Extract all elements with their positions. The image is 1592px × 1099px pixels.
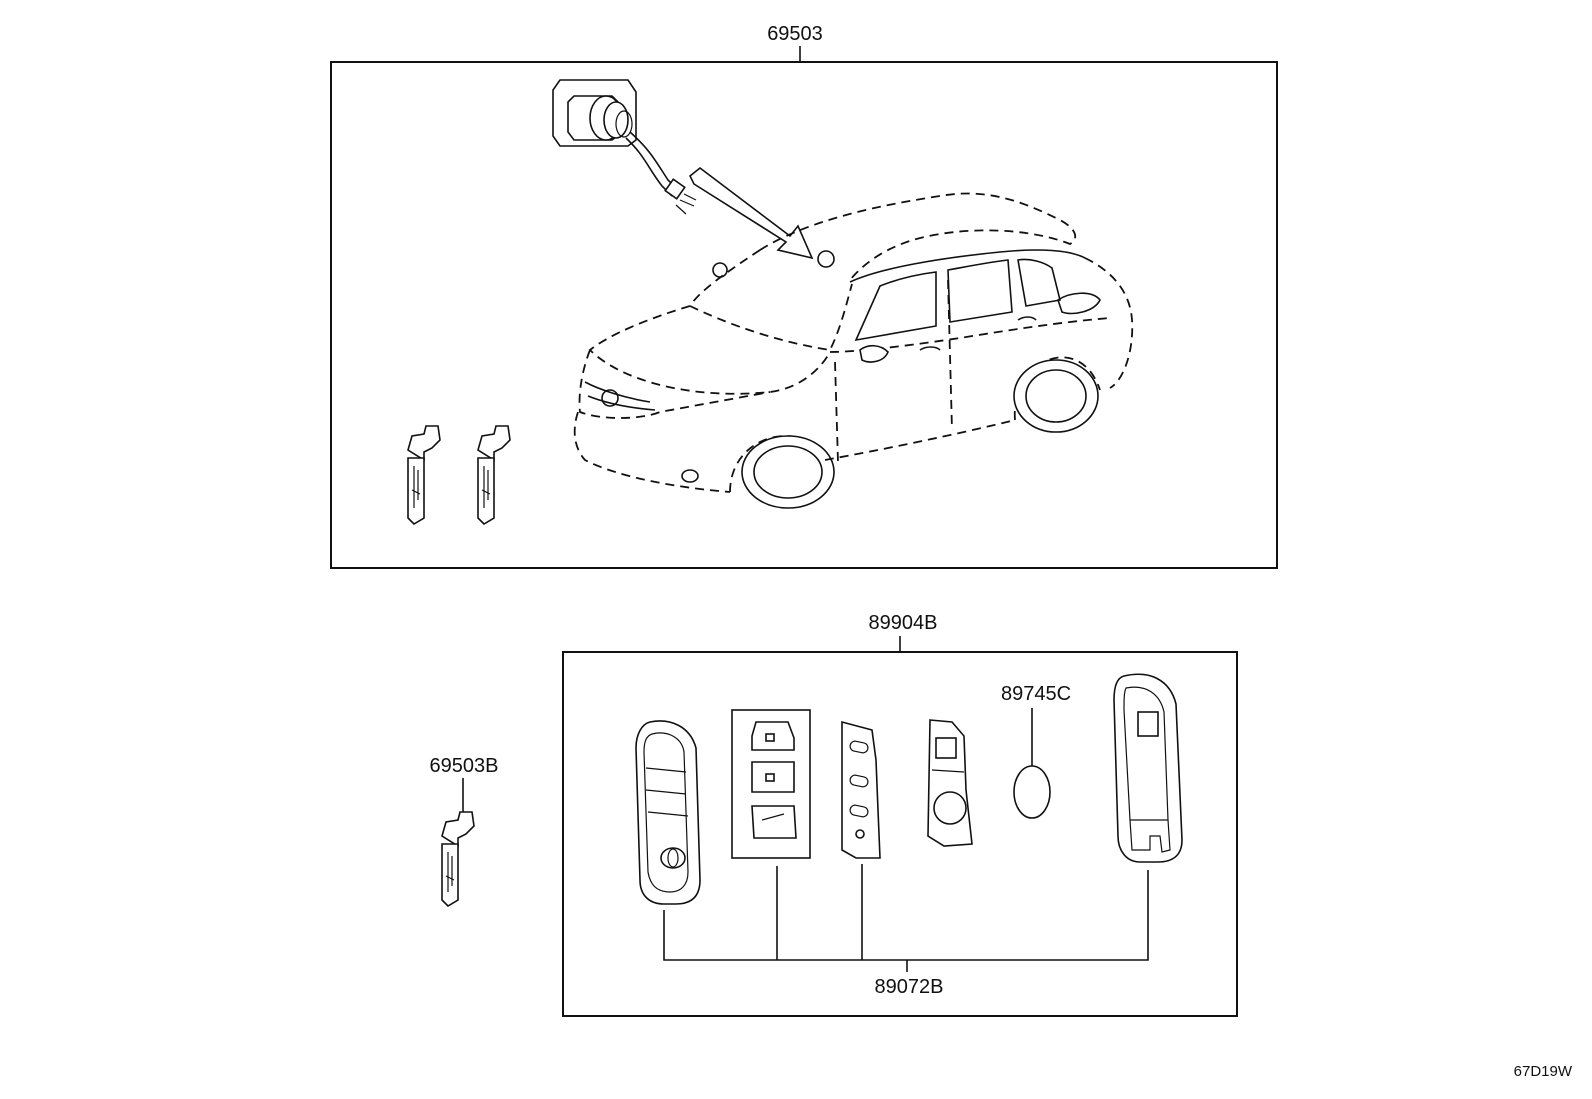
assembly-frame-89904B	[562, 651, 1238, 1017]
ignition-switch-icon	[552, 79, 697, 215]
assembly-69503: 69503	[330, 23, 1278, 569]
figure-code: 67D19W	[1514, 1063, 1573, 1080]
key-case-icon	[1113, 673, 1183, 863]
key-blade-icon	[407, 425, 441, 526]
vehicle-icon	[573, 192, 1134, 509]
pointer-arrow-icon	[688, 166, 814, 260]
bracket-89072B: 89072B	[663, 864, 1149, 998]
bracket-line	[663, 870, 1149, 961]
key-blade-icon	[441, 811, 475, 908]
label-89072B: 89072B	[875, 976, 944, 998]
label-69503B: 69503B	[430, 755, 499, 777]
key-blade-icon	[477, 425, 511, 526]
button-set-icon	[731, 709, 811, 859]
label-89904B: 89904B	[869, 612, 938, 634]
label-69503: 69503	[767, 23, 823, 45]
key-plate-icon	[841, 720, 881, 859]
smart-key-icon	[635, 720, 701, 905]
assembly-frame-69503	[330, 61, 1278, 569]
battery-89745C: 89745C	[1001, 683, 1071, 819]
label-89745C: 89745C	[1001, 683, 1071, 705]
circuit-board-icon	[927, 719, 973, 847]
spare-key-69503B: 69503B	[430, 755, 499, 908]
assembly-89904B: 89904B	[562, 612, 1238, 1017]
coin-battery-icon	[1013, 765, 1051, 819]
